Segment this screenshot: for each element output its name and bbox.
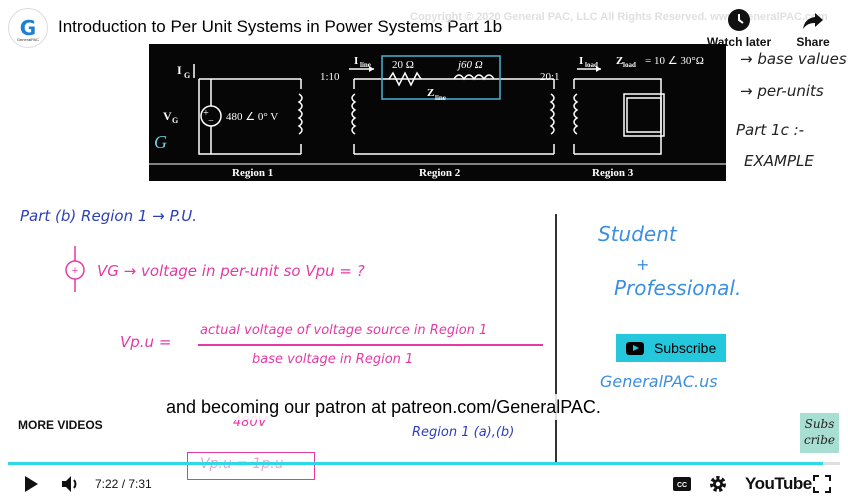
wb-region-ref: Region 1 (a),(b) — [412, 425, 515, 440]
diagram-handwritten-g: G — [154, 132, 167, 152]
wb-plus: + — [636, 255, 650, 274]
diagram-iline-label: I — [354, 55, 358, 67]
play-icon — [25, 476, 38, 492]
closed-caption: and becoming our patron at patreon.com/G… — [160, 394, 607, 420]
clock-icon — [727, 8, 751, 32]
progress-fill — [8, 462, 824, 465]
player-controls: 7:22 / 7:31 CC YouTube — [0, 468, 848, 499]
diagram-iload-sub: load — [585, 61, 598, 69]
note-example: EXAMPLE — [744, 152, 814, 170]
youtube-play-icon — [626, 341, 644, 355]
note-base-values: → base values — [740, 50, 847, 68]
captions-button[interactable]: CC — [672, 474, 692, 494]
diagram-zload-sub: load — [623, 61, 636, 69]
volume-icon — [62, 476, 77, 492]
diagram-zline-label: Z — [427, 87, 434, 99]
diagram-source-value: 480 ∠ 0° V — [226, 111, 278, 123]
diagram-vg-sub: G — [172, 116, 178, 125]
channel-logo-subtext: GeneralPAC — [16, 37, 40, 42]
mute-button[interactable] — [60, 474, 82, 494]
time-display: 7:22 / 7:31 — [95, 477, 152, 491]
subscribe-label: Subscribe — [654, 340, 717, 356]
diagram-iline-sub: line — [360, 61, 371, 69]
svg-text:+: + — [72, 265, 78, 277]
subs-line-1: Subs — [804, 417, 835, 431]
wb-numerator: actual voltage of voltage source in Regi… — [200, 323, 488, 338]
diagram-iload-label: I — [579, 55, 583, 67]
more-videos-button[interactable]: MORE VIDEOS — [18, 418, 103, 432]
diagram-region-3: Region 3 — [592, 167, 634, 179]
svg-text:CC: CC — [677, 482, 687, 489]
wb-denominator: base voltage in Region 1 — [252, 352, 414, 367]
wb-heading: Part (b) Region 1 → P.U. — [20, 207, 197, 225]
watch-later-button[interactable]: Watch later — [702, 8, 776, 49]
channel-avatar[interactable]: G GeneralPAC — [8, 8, 48, 48]
diagram-region-1: Region 1 — [232, 167, 273, 179]
wb-generalpac: GeneralPAC.us — [600, 372, 718, 391]
progress-bar[interactable] — [8, 462, 840, 465]
captions-icon: CC — [673, 477, 691, 491]
diagram-zload-label: Z — [616, 55, 623, 67]
wb-divider — [555, 214, 557, 464]
subs-line-2: cribe — [803, 433, 836, 447]
svg-text:+: + — [203, 108, 209, 119]
circuit-diagram: + − I G V G 480 ∠ 0° V G 1:10 20:1 I lin… — [149, 44, 726, 181]
play-button[interactable] — [22, 474, 40, 494]
copyright-watermark: Copyright © 2020 General PAC, LLC All Ri… — [410, 11, 828, 23]
wb-student: Student — [598, 222, 677, 246]
diagram-ig-label: I — [177, 63, 182, 77]
diagram-zline-sub: line — [435, 94, 446, 102]
share-button[interactable]: Share — [790, 8, 836, 49]
wb-fraction-line — [198, 344, 543, 346]
subscribe-button[interactable]: Subscribe — [616, 334, 726, 362]
diagram-resistance: 20 Ω — [392, 59, 414, 71]
channel-logo-letter: G — [19, 16, 37, 40]
diagram-zload-value: = 10 ∠ 30°Ω — [645, 55, 704, 67]
diagram-ratio-1: 1:10 — [320, 71, 340, 83]
youtube-logo[interactable]: YouTube — [745, 474, 812, 493]
wb-source-symbol: + — [65, 246, 85, 292]
wb-professional: Professional. — [614, 276, 742, 300]
diagram-vg-label: V — [163, 109, 172, 123]
diagram-reactance: j60 Ω — [456, 59, 483, 71]
wb-vg-question: VG → voltage in per-unit so Vpu = ? — [97, 262, 365, 280]
share-label: Share — [796, 35, 830, 49]
video-title[interactable]: Introduction to Per Unit Systems in Powe… — [58, 17, 503, 36]
note-per-units: → per-units — [740, 82, 824, 100]
share-arrow-icon — [801, 8, 825, 32]
diagram-ratio-2: 20:1 — [540, 71, 560, 83]
diagram-region-2: Region 2 — [419, 167, 461, 179]
wb-vpu-label: Vp.u = — [120, 333, 172, 351]
svg-text:−: − — [208, 116, 214, 127]
fullscreen-button[interactable] — [813, 474, 831, 494]
diagram-ig-sub: G — [184, 71, 190, 80]
note-part-1c: Part 1c :- — [736, 121, 805, 139]
subscribe-watermark-button[interactable]: Subs cribe — [800, 413, 839, 453]
gear-icon — [710, 476, 726, 492]
settings-button[interactable] — [708, 474, 728, 494]
fullscreen-icon — [813, 475, 831, 493]
